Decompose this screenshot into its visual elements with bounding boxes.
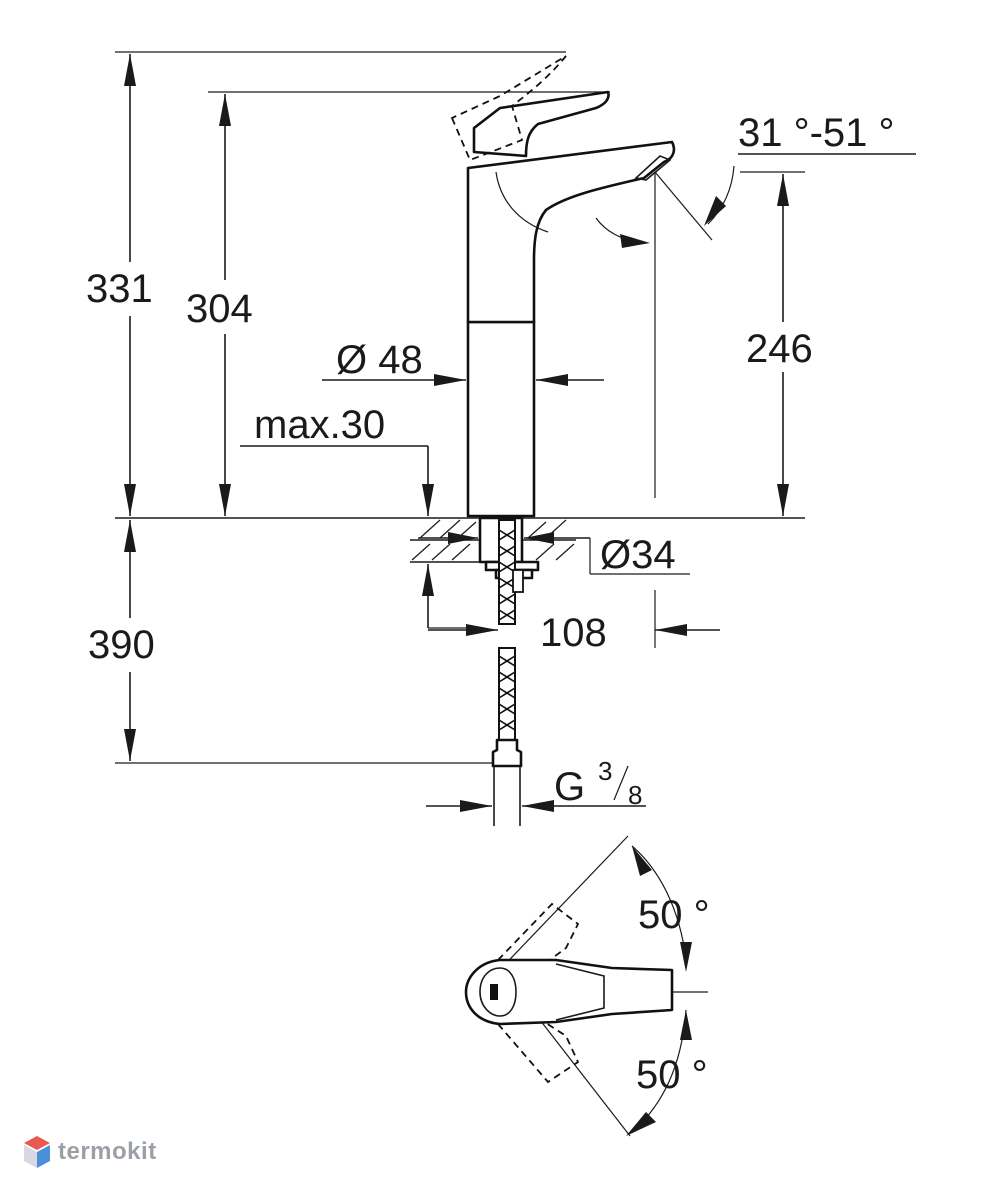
faucet-side-view [466,90,676,518]
dimension-390 [124,520,136,761]
dimension-diameter-48-label: Ø 48 [336,338,423,382]
termokit-logo-icon [24,1136,50,1168]
tilt-angle-label: 31 °-51 ° [738,111,895,155]
dimension-304-label: 304 [186,287,253,331]
thread-g-label: G [554,765,585,809]
dimension-246 [777,174,789,516]
dimension-diameter-34-label: Ø34 [600,533,676,577]
braided-hose [491,519,524,826]
dimension-108-label: 108 [540,611,607,655]
tilt-angle-dimension [595,153,916,248]
dimension-304 [219,94,231,516]
thread-denominator: 8 [628,780,642,810]
dimension-diameter-34 [418,532,690,575]
dimension-g-thread [426,765,646,812]
countertop-section [410,516,576,580]
dimension-diameter-48 [322,374,604,386]
extension-lines [115,51,805,764]
thread-numerator: 3 [598,756,612,786]
rotation-top-label: 50 ° [638,893,710,937]
dimension-max-30-label: max.30 [254,403,385,447]
dimension-331 [124,54,136,516]
watermark: termokit [22,1134,157,1170]
watermark-brand: termokit [58,1138,157,1165]
dimension-331-label: 331 [86,267,153,311]
lever-raised-outline [450,55,567,162]
dimension-246-label: 246 [746,327,813,371]
dimension-max-30 [240,445,480,629]
dimension-390-label: 390 [88,623,155,667]
dimension-108 [428,624,720,636]
rotation-bottom-label: 50 ° [636,1053,708,1097]
faucet-top-view [464,835,708,1137]
